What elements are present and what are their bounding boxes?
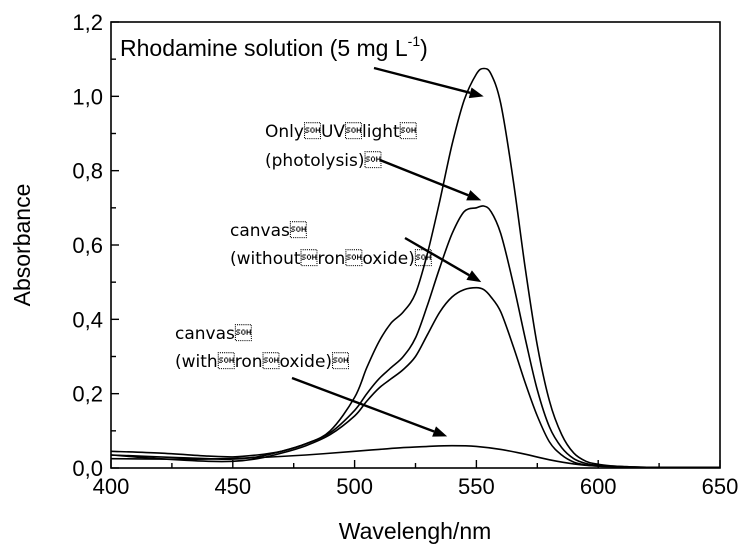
y-tick-label: 1,0	[72, 84, 103, 109]
annotation-rhodamine-close: )	[420, 35, 428, 61]
x-axis-title: Wavelengh/nm	[339, 518, 492, 544]
annotation-rhodamine-text: Rhodamine solution (5 mg L	[120, 35, 408, 61]
axis-ticks	[110, 21, 721, 469]
annotation-arrow-head	[466, 190, 482, 201]
annotation-without-line2: (withoutronoxide)	[230, 249, 432, 269]
tick-labels: 400 450 500 550 600 650 0,0 0,2 0,4 0,6 0,8 1,0 1,2	[72, 10, 738, 499]
y-tick-label: 0,0	[72, 456, 103, 481]
x-tick-label: 450	[214, 474, 251, 499]
annotation-with-line2: (withronoxide)	[175, 352, 349, 372]
annotation-arrow-line	[291, 376, 435, 433]
x-tick-label: 500	[336, 474, 373, 499]
series-curve-2	[110, 205, 721, 469]
annotation-arrow-line	[379, 158, 469, 197]
y-tick-label: 0,8	[72, 159, 103, 184]
y-tick-label: 0,4	[72, 307, 103, 332]
annotation-without-line1: canvas	[230, 221, 307, 241]
annotation-rhodamine-superscript: -1	[408, 33, 421, 49]
x-tick-label: 600	[580, 474, 617, 499]
annotation-arrow-line	[373, 66, 471, 94]
annotation-with-line1: canvas	[175, 324, 252, 344]
annotation-arrow-head	[432, 426, 448, 437]
annotation-arrow-head	[468, 87, 484, 99]
annotation-arrow-head	[466, 270, 482, 283]
annotation-uv-line1: OnlyUVlight	[265, 122, 417, 142]
x-tick-label: 550	[458, 474, 495, 499]
y-tick-label: 1,2	[72, 10, 103, 35]
x-tick-label: 400	[93, 474, 130, 499]
series-curve-3	[110, 286, 720, 469]
y-tick-label: 0,2	[72, 382, 103, 407]
annotation-uv-line2: (photolysis)	[265, 151, 382, 171]
y-axis-title: Absorbance	[9, 184, 35, 307]
x-tick-label: 650	[702, 474, 739, 499]
annotation-arrow-line	[404, 236, 470, 277]
annotation-arrows	[291, 66, 484, 437]
annotation-rhodamine: Rhodamine solution (5 mg L-1)	[120, 33, 428, 61]
y-tick-label: 0,6	[72, 233, 103, 258]
